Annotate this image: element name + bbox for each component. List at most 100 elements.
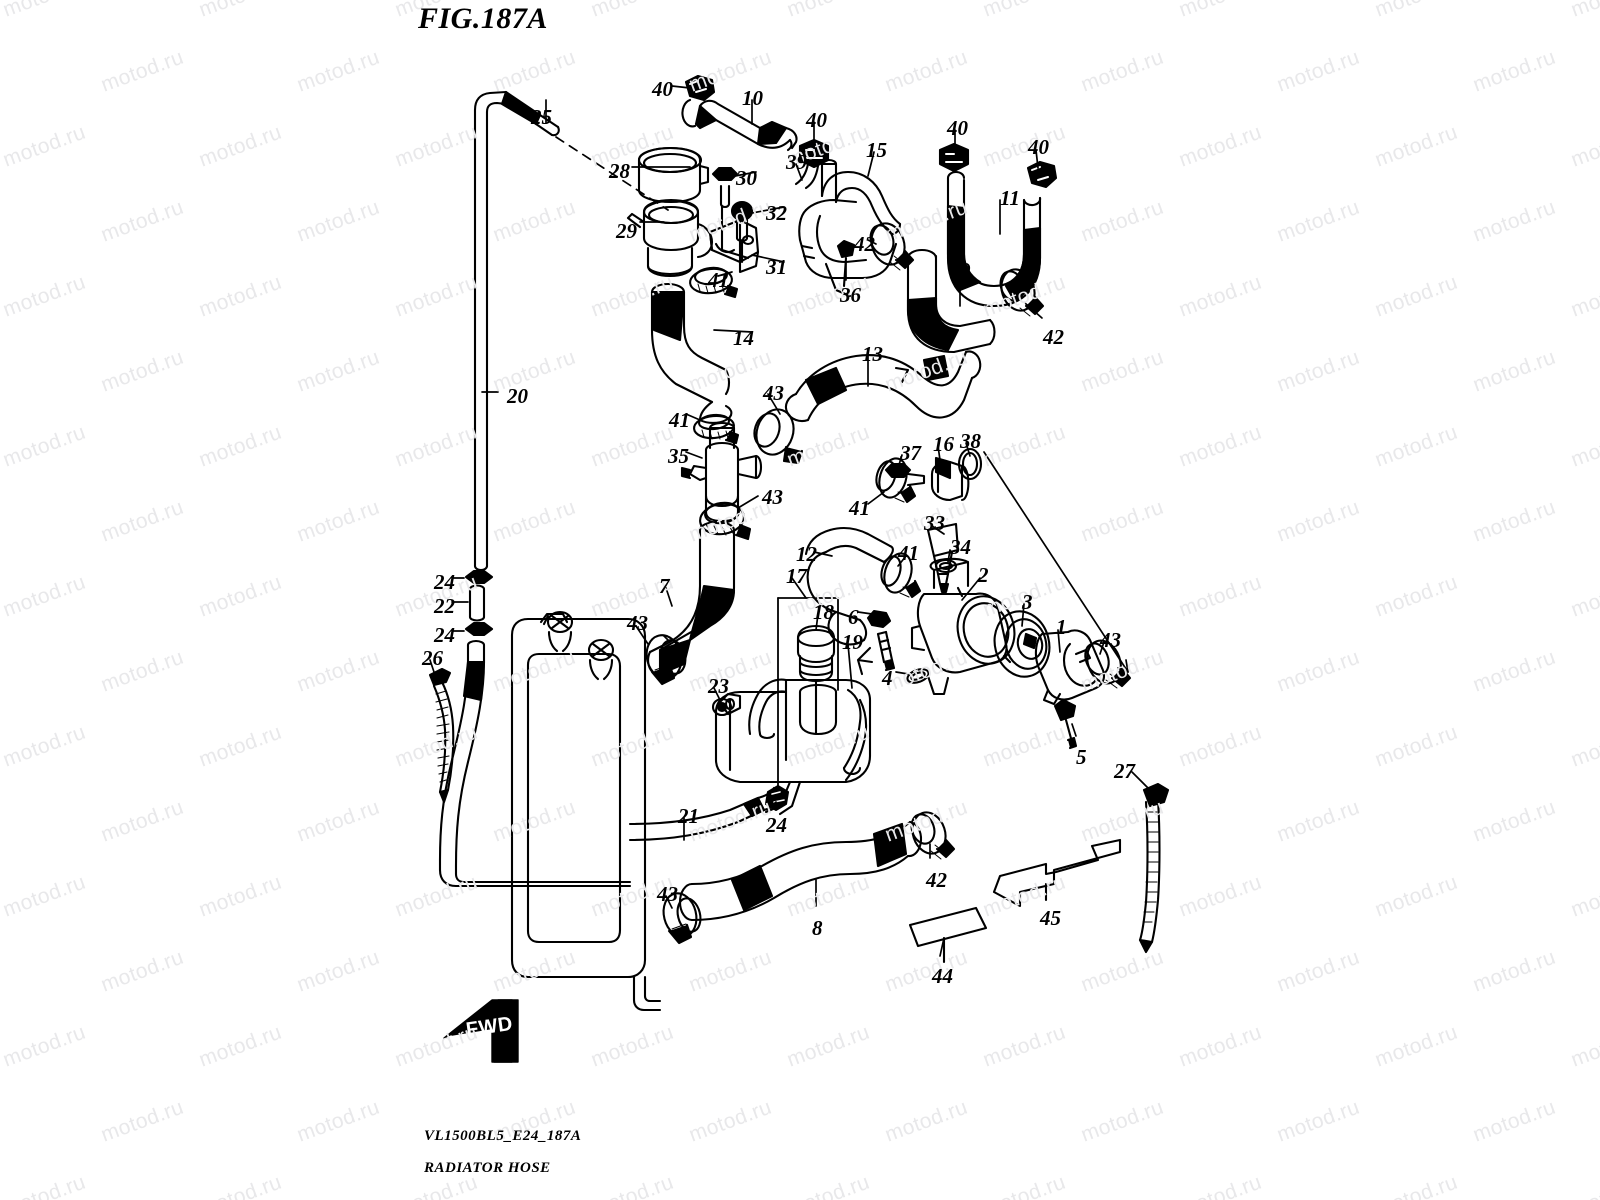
callout-number-9: 9 [960, 258, 971, 282]
callout-number-41: 41 [669, 408, 690, 432]
callout-number-3: 3 [1022, 590, 1033, 614]
callout-number-19: 19 [842, 630, 863, 654]
part-5-bolt [1053, 698, 1078, 750]
callout-number-42: 42 [854, 232, 875, 256]
callout-number-22: 22 [434, 594, 455, 618]
callout-number-40: 40 [652, 77, 673, 101]
part-38-oring [957, 447, 983, 481]
callout-number-12: 12 [796, 542, 817, 566]
callout-number-38: 38 [960, 429, 981, 453]
callout-number-17: 17 [786, 564, 807, 588]
callout-number-43: 43 [627, 611, 648, 635]
part-41-clamp-b [689, 266, 739, 299]
part-45-seal-sheet [992, 838, 1122, 908]
callout-number-14: 14 [733, 326, 754, 350]
callout-number-43: 43 [1100, 628, 1121, 652]
part-9-hose [906, 248, 996, 354]
callout-number-43: 43 [762, 485, 783, 509]
part-radiator-body [510, 610, 662, 1012]
callout-number-30: 30 [736, 166, 757, 190]
callout-number-1: 1 [1056, 615, 1067, 639]
callout-number-28: 28 [609, 159, 630, 183]
callout-number-31: 31 [766, 255, 787, 279]
callout-number-35: 35 [668, 444, 689, 468]
callout-number-13: 13 [862, 342, 883, 366]
callout-number-27: 27 [1114, 759, 1135, 783]
part-1-thermostat-cover [1034, 629, 1106, 706]
callout-number-45: 45 [1040, 906, 1061, 930]
callout-number-33: 33 [924, 511, 945, 535]
callout-number-8: 8 [812, 916, 823, 940]
callout-number-16: 16 [933, 432, 954, 456]
part-41-clamp-c [875, 457, 917, 504]
part-40-clip-d [1026, 160, 1058, 189]
part-14-hose [650, 282, 733, 424]
part-26-clamp-band [428, 667, 455, 804]
part-40-clip-c [938, 142, 970, 173]
part-8-hose [678, 820, 923, 922]
part-7-hose [647, 520, 736, 676]
part-3-thermostat [993, 610, 1051, 678]
part-pump-housing [798, 198, 898, 298]
part-4-oring [906, 668, 930, 684]
callout-number-44: 44 [932, 964, 953, 988]
figure-code-caption: VL1500BL5_E24_187A [424, 1128, 582, 1144]
callout-number-32: 32 [766, 201, 787, 225]
callout-number-41: 41 [849, 496, 870, 520]
callout-number-4: 4 [882, 666, 893, 690]
part-23-grommet [711, 697, 733, 717]
part-39-connector [794, 162, 820, 190]
callout-number-26: 26 [422, 646, 443, 670]
part-13-hose [784, 350, 982, 423]
part-43-clamp-c [753, 408, 804, 465]
callout-number-21: 21 [678, 804, 699, 828]
part-15-hose [820, 158, 902, 236]
part-31-bracket [708, 218, 760, 274]
callout-number-34: 34 [950, 535, 971, 559]
part-6-bolt [856, 609, 896, 676]
part-43-clamp-b [662, 892, 702, 945]
part-27-cable-tie [1138, 782, 1170, 954]
callout-number-42: 42 [1043, 325, 1064, 349]
part-40-clip-a [684, 74, 716, 102]
callout-number-5: 5 [1076, 745, 1087, 769]
part-19-reservoir-tank [714, 678, 872, 816]
callout-number-6: 6 [848, 605, 859, 629]
callout-number-41: 41 [708, 268, 729, 292]
callout-number-43: 43 [763, 381, 784, 405]
part-21-hose [628, 786, 782, 842]
callout-number-37: 37 [900, 441, 921, 465]
callout-number-11: 11 [1000, 186, 1020, 210]
callout-number-7: 7 [659, 574, 670, 598]
part-41-clamp-d [880, 552, 922, 599]
part-43-clamp-d [699, 501, 752, 541]
callout-number-20: 20 [507, 384, 528, 408]
callout-number-2: 2 [978, 563, 989, 587]
callout-number-39: 39 [786, 150, 807, 174]
callout-number-40: 40 [1028, 135, 1049, 159]
part-24-clip [764, 784, 790, 812]
callout-number-41: 41 [898, 541, 919, 565]
page-title: FIG.187A [418, 2, 548, 35]
part-17-leader-frame [777, 597, 839, 801]
leader-lines [429, 85, 1149, 957]
callout-number-40: 40 [806, 108, 827, 132]
part-20-overflow-pipe [438, 90, 632, 888]
part-28-filler-cap [637, 146, 710, 204]
part-10-hose [681, 98, 798, 152]
part-42-clamp-c [910, 811, 956, 860]
callout-number-25: 25 [531, 105, 552, 129]
callout-number-23: 23 [708, 674, 729, 698]
callout-number-40: 40 [947, 116, 968, 140]
figure-name-caption: RADIATOR HOSE [424, 1160, 551, 1176]
callout-number-36: 36 [840, 283, 861, 307]
callout-number-18: 18 [813, 600, 834, 624]
part-29-filler-neck [626, 198, 714, 278]
part-35-union [680, 421, 763, 523]
part-11-hose [946, 171, 1042, 308]
callout-number-43: 43 [657, 882, 678, 906]
part-44-seal-pad [908, 906, 988, 964]
callout-number-24: 24 [434, 623, 455, 647]
